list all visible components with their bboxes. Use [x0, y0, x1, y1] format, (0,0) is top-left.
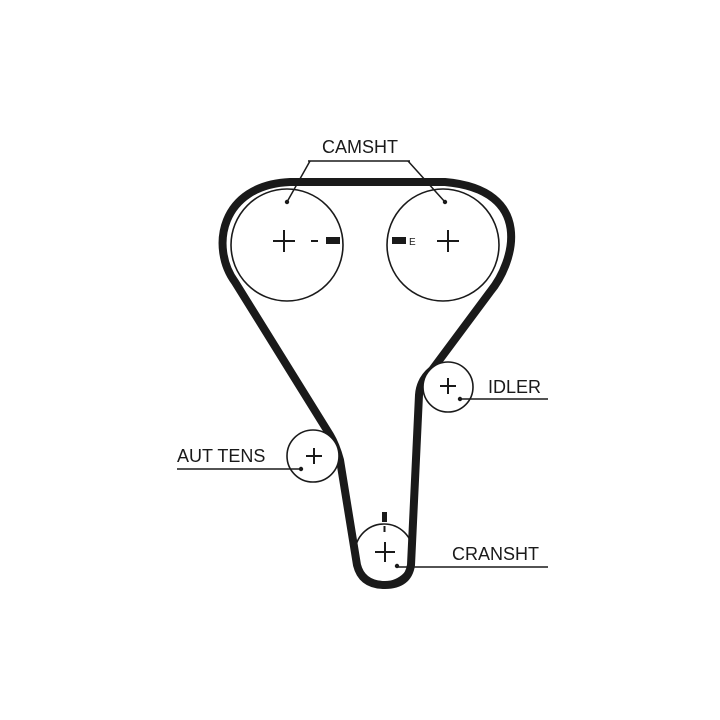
tensioner-label: AUT TENS: [177, 446, 265, 466]
left-camshaft-pulley: [230, 188, 344, 302]
tensioner-center-plus-icon: [306, 448, 322, 464]
left-camshaft-center-plus-icon: [273, 230, 295, 252]
right-camshaft-timing-mark: E: [392, 237, 416, 248]
crankshaft-pulley: [354, 512, 414, 583]
camshaft-label: CAMSHT: [322, 137, 398, 157]
camshaft-leader-right: [407, 160, 446, 203]
right-camshaft-pulley: E: [386, 188, 500, 302]
idler-label: IDLER: [488, 377, 541, 397]
crankshaft-label: CRANSHT: [452, 544, 539, 564]
idler-pulley: [422, 361, 474, 413]
right-camshaft-mark-label: E: [409, 237, 416, 248]
camshaft-leader-left: [286, 160, 311, 203]
crankshaft-center-plus-icon: [375, 542, 395, 562]
crankshaft-timing-mark: [382, 512, 387, 532]
left-camshaft-timing-mark: [311, 237, 340, 244]
idler-center-plus-icon: [440, 378, 456, 394]
timing-belt: [218, 178, 516, 589]
right-camshaft-center-plus-icon: [437, 230, 459, 252]
tensioner-pulley: [286, 429, 340, 483]
